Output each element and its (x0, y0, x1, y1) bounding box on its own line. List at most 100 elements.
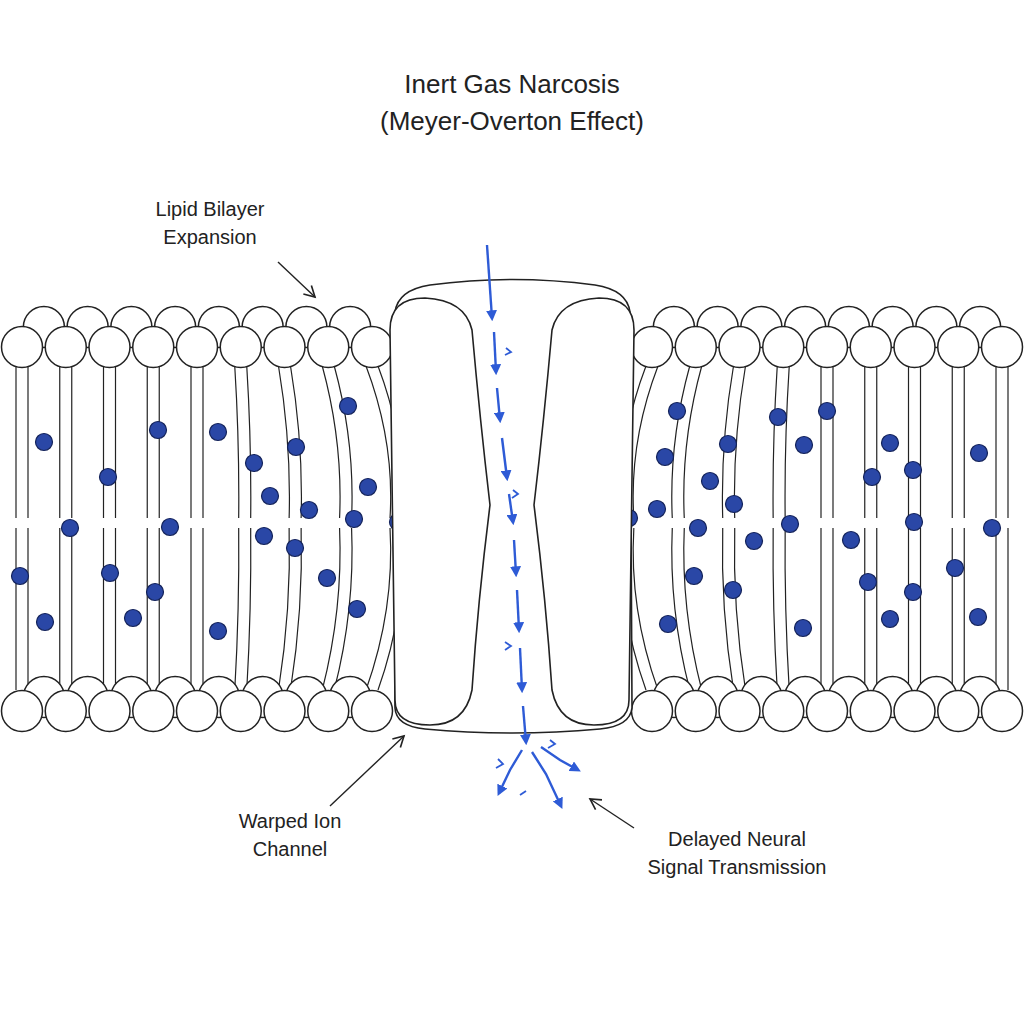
gas-molecule (864, 469, 881, 486)
lipid-tail (202, 528, 203, 690)
lipid-head (850, 691, 891, 732)
lipid-tail (159, 528, 160, 690)
ion-channel (390, 280, 634, 734)
lipid-head (2, 327, 43, 368)
gas-molecule (947, 560, 964, 577)
lipid-tail (920, 528, 921, 690)
signal-dash (517, 590, 519, 630)
gas-molecule (971, 445, 988, 462)
lipid-tail (279, 366, 290, 518)
lipid-tail (147, 528, 148, 690)
gas-molecule (746, 533, 763, 550)
lipid-tail (366, 528, 391, 690)
leader-line (330, 736, 404, 806)
lipid-tail (115, 366, 116, 518)
lipid-tail (908, 528, 909, 690)
signal-jitter (520, 791, 526, 795)
gas-molecule (301, 502, 318, 519)
label-box: Warped Ion Channel (215, 808, 365, 863)
gas-molecule (905, 584, 922, 601)
gas-molecule (349, 601, 366, 618)
lipid-tail (820, 366, 821, 518)
gas-molecule (36, 434, 53, 451)
lipid-tail (334, 366, 352, 518)
gas-molecule (256, 528, 273, 545)
signal-dash (532, 752, 561, 806)
lipid-tail (995, 366, 996, 518)
gas-molecule (102, 565, 119, 582)
lipid-head (220, 327, 261, 368)
signal-jitter (505, 348, 511, 355)
gas-molecule (125, 610, 142, 627)
lipid-head (938, 327, 979, 368)
gas-molecule (819, 403, 836, 420)
lipid-tail (832, 366, 833, 518)
lipid-head (850, 327, 891, 368)
gas-molecule (150, 422, 167, 439)
lipid-head (133, 327, 174, 368)
gas-molecule (782, 516, 799, 533)
lipid-tail (876, 528, 877, 690)
lipid-head (632, 691, 673, 732)
gas-molecule (686, 568, 703, 585)
gas-molecule (795, 620, 812, 637)
lipid-head (982, 327, 1023, 368)
gas-molecule (669, 403, 686, 420)
lipid-tail (71, 366, 72, 518)
callout-label: Lipid Bilayer Expansion (130, 196, 290, 251)
lipid-tail (864, 366, 865, 518)
lipid-tail (773, 366, 777, 518)
lipid-tail (920, 366, 921, 518)
lipid-head (352, 691, 393, 732)
lipid-tail (876, 366, 877, 518)
gas-molecule (984, 520, 1001, 537)
lipid-tail (27, 366, 28, 518)
signal-dash (541, 747, 578, 770)
lipid-tail (684, 528, 702, 690)
lipid-head (2, 691, 43, 732)
gas-molecule (346, 511, 363, 528)
lipid-tail (734, 528, 745, 690)
signal-jitter (512, 490, 518, 498)
gas-molecule (262, 488, 279, 505)
lipid-head (89, 691, 130, 732)
lipid-tail (952, 366, 953, 518)
lipid-tail (995, 528, 996, 690)
lipid-tail (1007, 366, 1008, 518)
gas-molecule (210, 623, 227, 640)
lipid-tail (247, 528, 251, 690)
lipid-tail (115, 528, 116, 690)
gas-molecule (100, 469, 117, 486)
lipid-tail (785, 528, 789, 690)
signal-arrow (487, 245, 578, 806)
gas-molecule (210, 424, 227, 441)
gas-molecule (796, 437, 813, 454)
lipid-head (719, 691, 760, 732)
lipid-head (807, 327, 848, 368)
lipid-head (938, 691, 979, 732)
lipid-tail (684, 366, 702, 518)
gas-molecule (287, 540, 304, 557)
lipid-head (45, 327, 86, 368)
lipid-head (894, 691, 935, 732)
title-box: Inert Gas Narcosis (Meyer-Overton Effect… (362, 66, 662, 140)
signal-dash (520, 648, 522, 690)
signal-jitter (496, 759, 503, 768)
channel-lobe (534, 298, 634, 725)
gas-molecule (319, 570, 336, 587)
lipid-head (719, 327, 760, 368)
lipid-tail (190, 366, 191, 518)
gas-molecule (360, 479, 377, 496)
signal-dash (494, 332, 496, 372)
channel-lobe (390, 298, 490, 725)
callout-label: Delayed Neural Signal Transmission (639, 826, 835, 881)
lipid-head (264, 691, 305, 732)
lipid-head (352, 327, 393, 368)
gas-molecule (860, 574, 877, 591)
lipid-tail (633, 366, 658, 518)
lipid-tail (322, 366, 340, 518)
diagram-title: Inert Gas Narcosis (Meyer-Overton Effect… (362, 66, 662, 140)
lipid-tail (235, 366, 239, 518)
lipid-head (177, 691, 218, 732)
